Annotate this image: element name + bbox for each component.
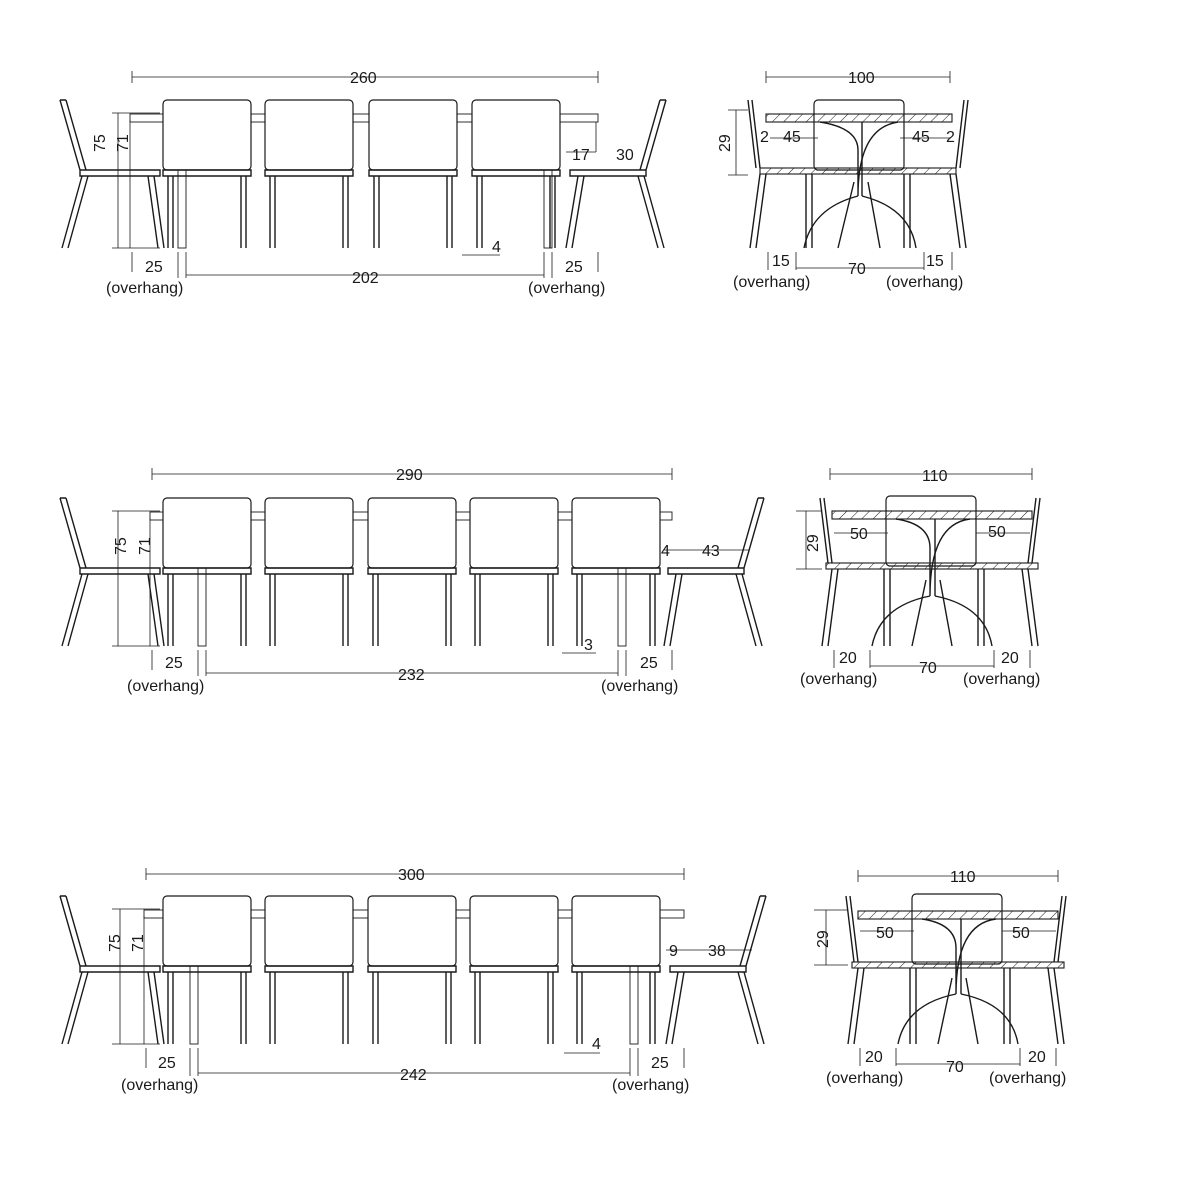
dim-seat-left: 50 [876,925,894,942]
dim-seat-right: 45 [912,129,930,146]
overhang-label-left: (overhang) [826,1070,903,1087]
dim-foot-left: 20 [865,1049,883,1066]
dim-apron: 29 [717,134,734,152]
dim-total-length: 260 [350,70,377,87]
overhang-label-left: (overhang) [800,671,877,688]
dim-gap-a: 9 [669,943,678,960]
dim-overhang-left: 25 [165,655,183,672]
dim-total-length: 290 [396,467,423,484]
dim-overhang-right: 25 [565,259,583,276]
dim-end-width: 100 [848,70,875,87]
dim-leg-span: 242 [400,1067,427,1084]
dim-base: 70 [848,261,866,278]
dim-leg-span: 202 [352,270,379,287]
dim-overhang-left: 25 [145,259,163,276]
dim-gap-b: 43 [702,543,720,560]
end-view-2: 110 29 50 50 20 70 20 (overhang) (overha… [796,468,1041,688]
dim-leg-thickness: 3 [584,637,593,654]
dim-seat-right: 50 [1012,925,1030,942]
overhang-label-right: (overhang) [612,1077,689,1094]
dim-height-total: 75 [107,934,124,952]
dim-seat-left: 50 [850,526,868,543]
dim-seat-right: 50 [988,524,1006,541]
dim-gap-b: 30 [616,147,634,164]
side-view-3: 300 75 71 9 38 4 25 (overhang) 242 25 (o… [59,867,767,1094]
dim-gap-b: 38 [708,943,726,960]
end-view-3: 110 29 50 50 20 70 20 (overhang) (overha… [814,869,1067,1087]
dim-foot-right: 15 [926,253,944,270]
dim-overhang-left: 25 [158,1055,176,1072]
dim-overhang-right: 25 [640,655,658,672]
dim-foot-right: 20 [1001,650,1019,667]
overhang-label-left: (overhang) [121,1077,198,1094]
overhang-label-left: (overhang) [733,274,810,291]
overhang-label-right: (overhang) [989,1070,1066,1087]
dim-end-width: 110 [950,869,976,886]
dim-foot-left: 20 [839,650,857,667]
overhang-label-right: (overhang) [601,678,678,695]
dim-leg-thickness: 4 [592,1036,601,1053]
overhang-label-right: (overhang) [963,671,1040,688]
dim-end-width: 110 [922,468,948,485]
dim-edge-left: 2 [760,129,769,146]
dim-base: 70 [919,660,937,677]
dim-gap-a: 17 [572,147,590,164]
dim-seat-left: 45 [783,129,801,146]
dim-apron: 29 [805,534,822,552]
overhang-label-right: (overhang) [528,280,605,297]
dim-leg-thickness: 4 [492,239,501,256]
overhang-label-left: (overhang) [127,678,204,695]
dim-gap-a: 4 [661,543,670,560]
dim-overhang-right: 25 [651,1055,669,1072]
overhang-label-left: (overhang) [106,280,183,297]
dim-foot-right: 20 [1028,1049,1046,1066]
dim-leg-span: 232 [398,667,425,684]
overhang-label-right: (overhang) [886,274,963,291]
dim-edge-right: 2 [946,129,955,146]
dim-height-total: 75 [92,134,109,152]
side-view-1: 260 75 71 17 30 4 25 (overhang) 202 25 (… [59,70,667,297]
side-view-2: 290 75 71 4 43 3 25 (overhang) 232 25 (o… [59,467,765,695]
dim-height-top: 71 [137,537,154,555]
dim-apron: 29 [815,930,832,948]
dim-height-top: 71 [130,934,147,952]
dim-total-length: 300 [398,867,425,884]
dim-height-top: 71 [115,134,132,152]
dim-base: 70 [946,1059,964,1076]
dim-foot-left: 15 [772,253,790,270]
end-view-1: 100 29 2 45 45 2 15 70 15 (overhang) (ov… [717,70,969,291]
dim-height-total: 75 [113,537,130,555]
